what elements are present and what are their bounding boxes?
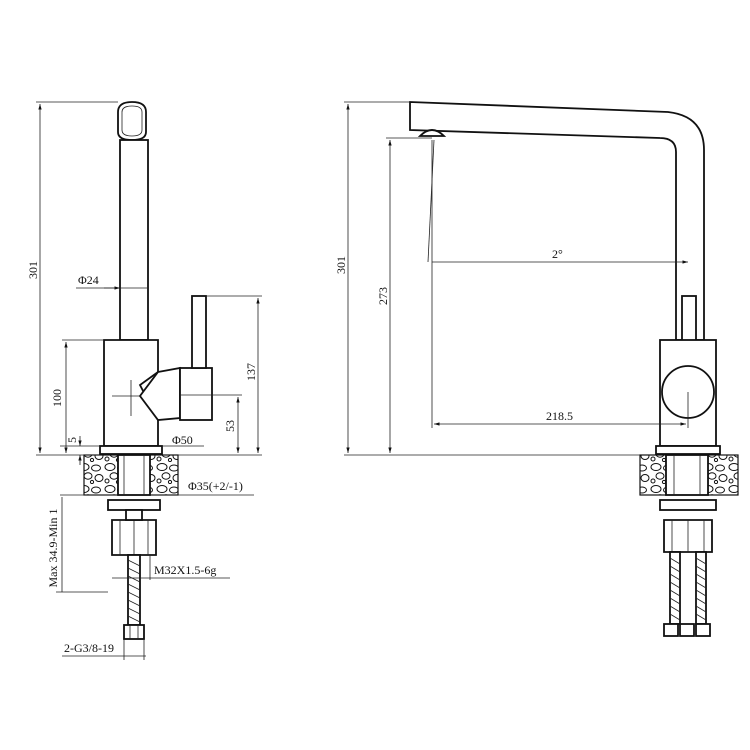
front-handle-lever — [681, 295, 697, 347]
dim-handle-height: 137 — [178, 295, 262, 456]
dim-body-height-label: 100 — [50, 389, 64, 407]
dim-base-diameter: Φ50 — [162, 433, 204, 447]
dim-reach-label: 218.5 — [546, 409, 573, 423]
front-base-ring — [655, 445, 721, 455]
front-deck-right — [707, 454, 739, 496]
deck-section-right — [149, 454, 179, 496]
dim-body-height: 100 — [50, 339, 104, 453]
spout-cap — [117, 101, 147, 141]
aerator — [417, 129, 447, 137]
dim-hose-thread-label: 2-G3/8-19 — [64, 641, 114, 655]
dim-spout-diameter-label: Φ24 — [78, 273, 99, 287]
dim-deck-thickness-label: Max 34.9-Min 1 — [46, 509, 60, 588]
dim-total-height-label: 301 — [26, 261, 40, 279]
l-spout — [409, 101, 705, 341]
dim-handle-center: 53 — [212, 394, 242, 453]
front-deck-left — [639, 454, 667, 496]
supply-hose — [123, 554, 145, 640]
dim-outlet-height-label: 273 — [376, 287, 390, 305]
handle-hub — [179, 367, 213, 421]
front-mounting-nut — [659, 499, 717, 511]
base-ring — [99, 445, 163, 455]
dim-hose-thread: 2-G3/8-19 — [62, 639, 146, 660]
dim-angle-label: 2° — [552, 247, 563, 261]
front-mounting-shank — [665, 454, 709, 496]
mounting-nut — [107, 499, 161, 511]
front-view: 301 273 2° 218.5 — [334, 101, 739, 637]
front-supply-hoses — [663, 551, 711, 637]
handle-cartridge — [138, 366, 181, 421]
dim-base-diameter-label: Φ50 — [172, 433, 193, 447]
dim-total-height-front: 301 — [334, 101, 640, 456]
dim-handle-center-label: 53 — [223, 420, 237, 432]
dim-deck-thickness: Max 34.9-Min 1 — [46, 497, 108, 593]
dim-angle: 2° — [427, 139, 688, 264]
dim-thread-label: M32X1.5-6g — [154, 563, 216, 577]
dim-deck-gap-label: 5 — [65, 437, 79, 443]
dim-thread: M32X1.5-6g — [112, 556, 230, 580]
mounting-shank — [117, 454, 151, 496]
handle-lever — [191, 295, 207, 369]
dim-total-height-side: 301 — [26, 101, 118, 456]
dim-outlet-height: 273 — [376, 137, 432, 453]
dim-hole-diameter: Φ35(+2/-1) — [60, 479, 254, 496]
deck-section-left — [83, 454, 119, 496]
dim-total-height-front-label: 301 — [334, 256, 348, 274]
dim-handle-height-label: 137 — [244, 363, 258, 381]
dim-deck-gap: 5 — [60, 436, 100, 465]
side-view: 301 Φ24 100 5 Φ50 137 — [26, 101, 262, 660]
dim-hole-diameter-label: Φ35(+2/-1) — [188, 479, 243, 493]
dim-reach: 218.5 — [431, 262, 689, 428]
dim-spout-diameter: Φ24 — [76, 273, 148, 290]
spout-tube — [119, 139, 149, 341]
